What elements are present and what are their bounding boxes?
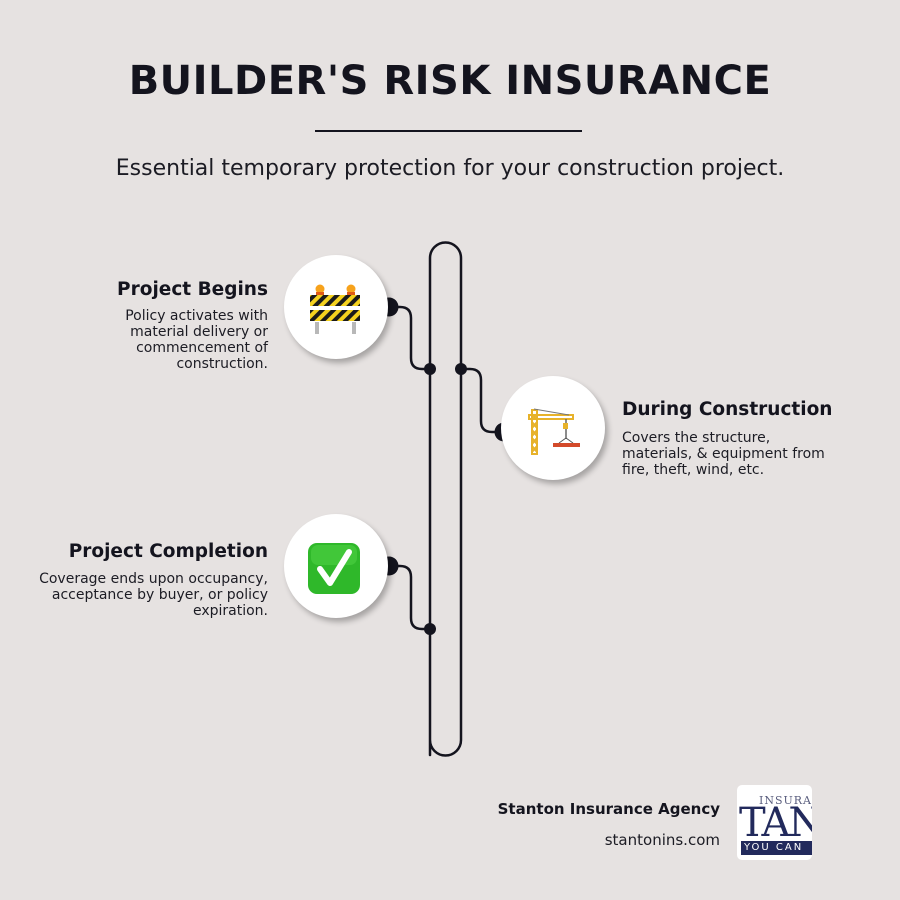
agency-logo: INSURA TAN YOU CAN (737, 785, 812, 860)
step-icon-circle (284, 255, 388, 359)
check-mark-icon (308, 543, 360, 594)
step-description: Covers the structure, materials, & equip… (622, 430, 825, 478)
title-divider (315, 130, 582, 132)
step-title-during-construction: During Construction (622, 399, 833, 420)
junction-dot (455, 363, 467, 375)
page-subtitle: Essential temporary protection for your … (115, 156, 785, 181)
step-title-project-completion: Project Completion (68, 541, 268, 562)
agency-name: Stanton Insurance Agency (497, 800, 720, 818)
agency-website-link[interactable]: stantonins.com (604, 831, 720, 849)
logo-text-main: TAN (739, 800, 812, 846)
junction-dot (424, 363, 436, 375)
logo-text-top: INSURA (759, 794, 812, 807)
construction-crane-icon (528, 408, 580, 455)
step-title-project-begins: Project Begins (117, 279, 268, 300)
step-icon-circle (284, 514, 388, 618)
step-icon-circle (501, 376, 605, 480)
step-description: Policy activates with material delivery … (125, 308, 268, 372)
logo-text-banner: YOU CAN (741, 841, 812, 855)
step-description: Coverage ends upon occupancy, acceptance… (39, 571, 268, 619)
junction-dot (424, 623, 436, 635)
page-title: BUILDER'S RISK INSURANCE (128, 58, 772, 104)
road-barrier-icon (310, 284, 360, 334)
